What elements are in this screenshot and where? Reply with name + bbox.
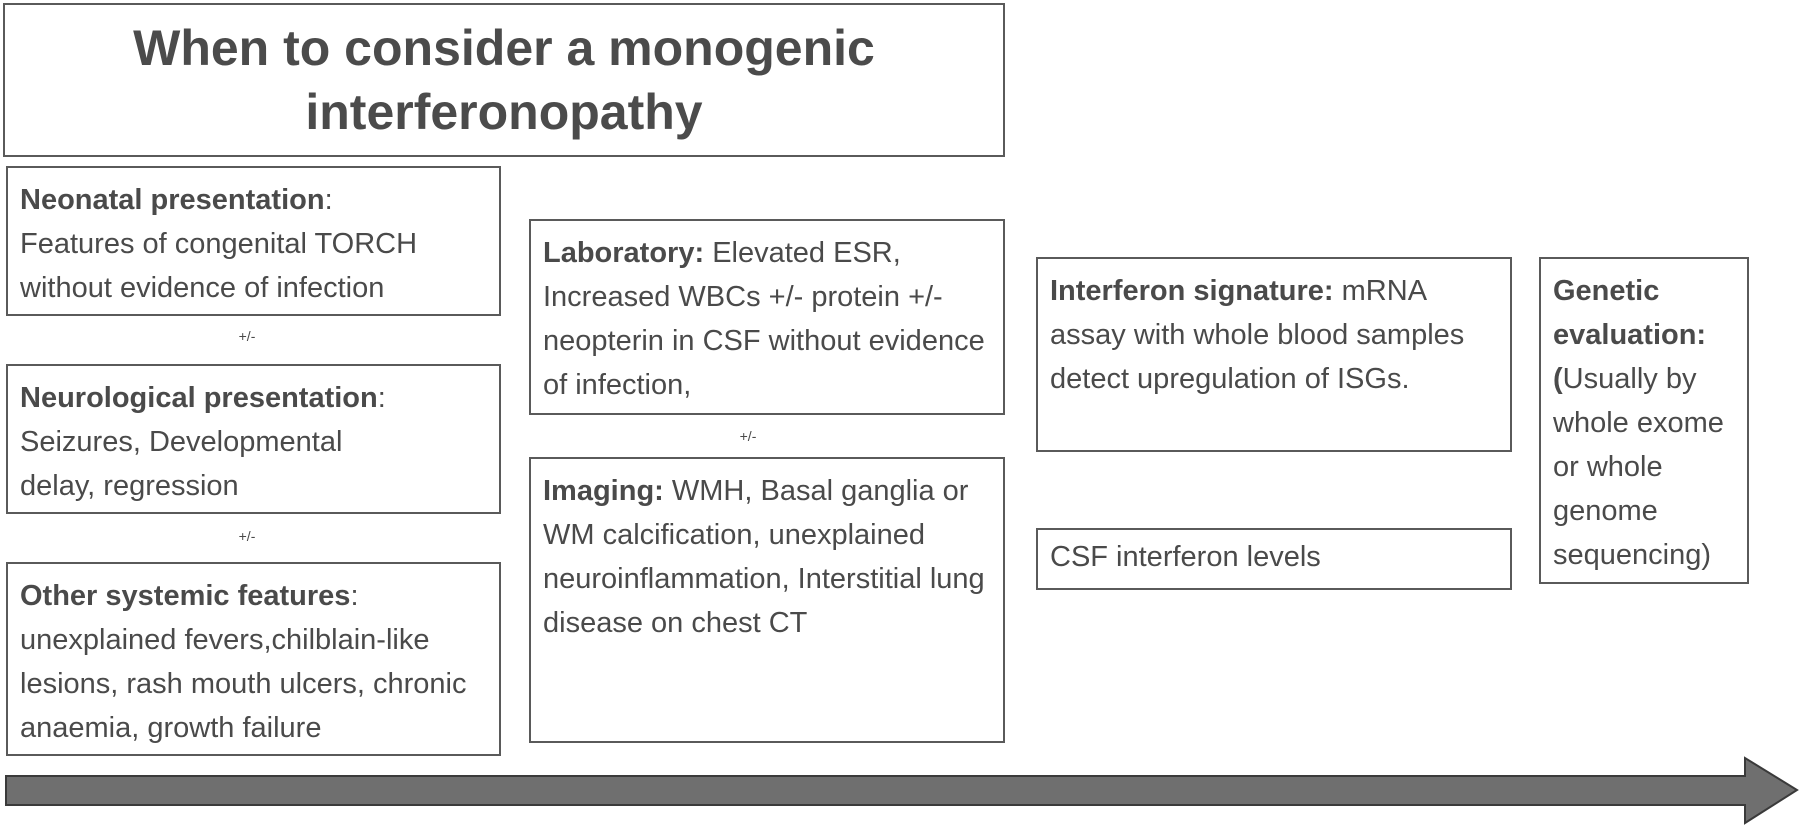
neonatal-box: Neonatal presentation: Features of conge… [6, 166, 501, 316]
separator-plus-minus-3: +/- [739, 428, 757, 444]
interferon-box: Interferon signature: mRNA assay with wh… [1036, 257, 1512, 452]
genetic-paren: ( [1553, 363, 1563, 395]
genetic-text: Usually by whole exome or whole genome s… [1553, 363, 1724, 571]
neonatal-text: Features of congenital TORCH without evi… [20, 228, 418, 304]
imaging-heading: Imaging: [543, 475, 664, 507]
imaging-text: WMH, Basal ganglia or WM calcification, … [543, 475, 985, 639]
systemic-colon: : [350, 580, 359, 612]
laboratory-text: Elevated ESR, Increased WBCs +/- protein… [543, 237, 985, 401]
neurological-text: Seizures, Developmental delay, regressio… [20, 426, 343, 502]
csf-text: CSF interferon levels [1050, 541, 1321, 573]
systemic-text: unexplained fevers,chilblain-like lesion… [20, 624, 467, 744]
laboratory-box: Laboratory: Elevated ESR, Increased WBCs… [529, 219, 1005, 415]
separator-plus-minus-1: +/- [238, 328, 256, 344]
diagram-title: When to consider a monogenic interferono… [133, 20, 875, 140]
neurological-box: Neurological presentation: Seizures, Dev… [6, 364, 501, 514]
neonatal-heading: Neonatal presentation [20, 184, 325, 216]
systemic-box: Other systemic features: unexplained fev… [6, 562, 501, 756]
neurological-heading: Neurological presentation [20, 382, 378, 414]
separator-plus-minus-2: +/- [238, 528, 256, 544]
genetic-heading: Genetic evaluation: [1553, 275, 1707, 351]
title-box: When to consider a monogenic interferono… [3, 3, 1005, 157]
laboratory-heading: Laboratory: [543, 237, 705, 269]
csf-box: CSF interferon levels [1036, 528, 1512, 590]
imaging-box: Imaging: WMH, Basal ganglia or WM calcif… [529, 457, 1005, 743]
timeline-arrow [5, 756, 1799, 825]
neonatal-colon: : [324, 184, 333, 216]
interferon-heading: Interferon signature: [1050, 275, 1334, 307]
neurological-colon: : [377, 382, 386, 414]
systemic-heading: Other systemic features [20, 580, 351, 612]
interferon-text: mRNA assay with whole blood samples dete… [1050, 275, 1465, 395]
timeline-arrow-shape [5, 756, 1799, 825]
genetic-box: Genetic evaluation: (Usually by whole ex… [1539, 257, 1749, 584]
